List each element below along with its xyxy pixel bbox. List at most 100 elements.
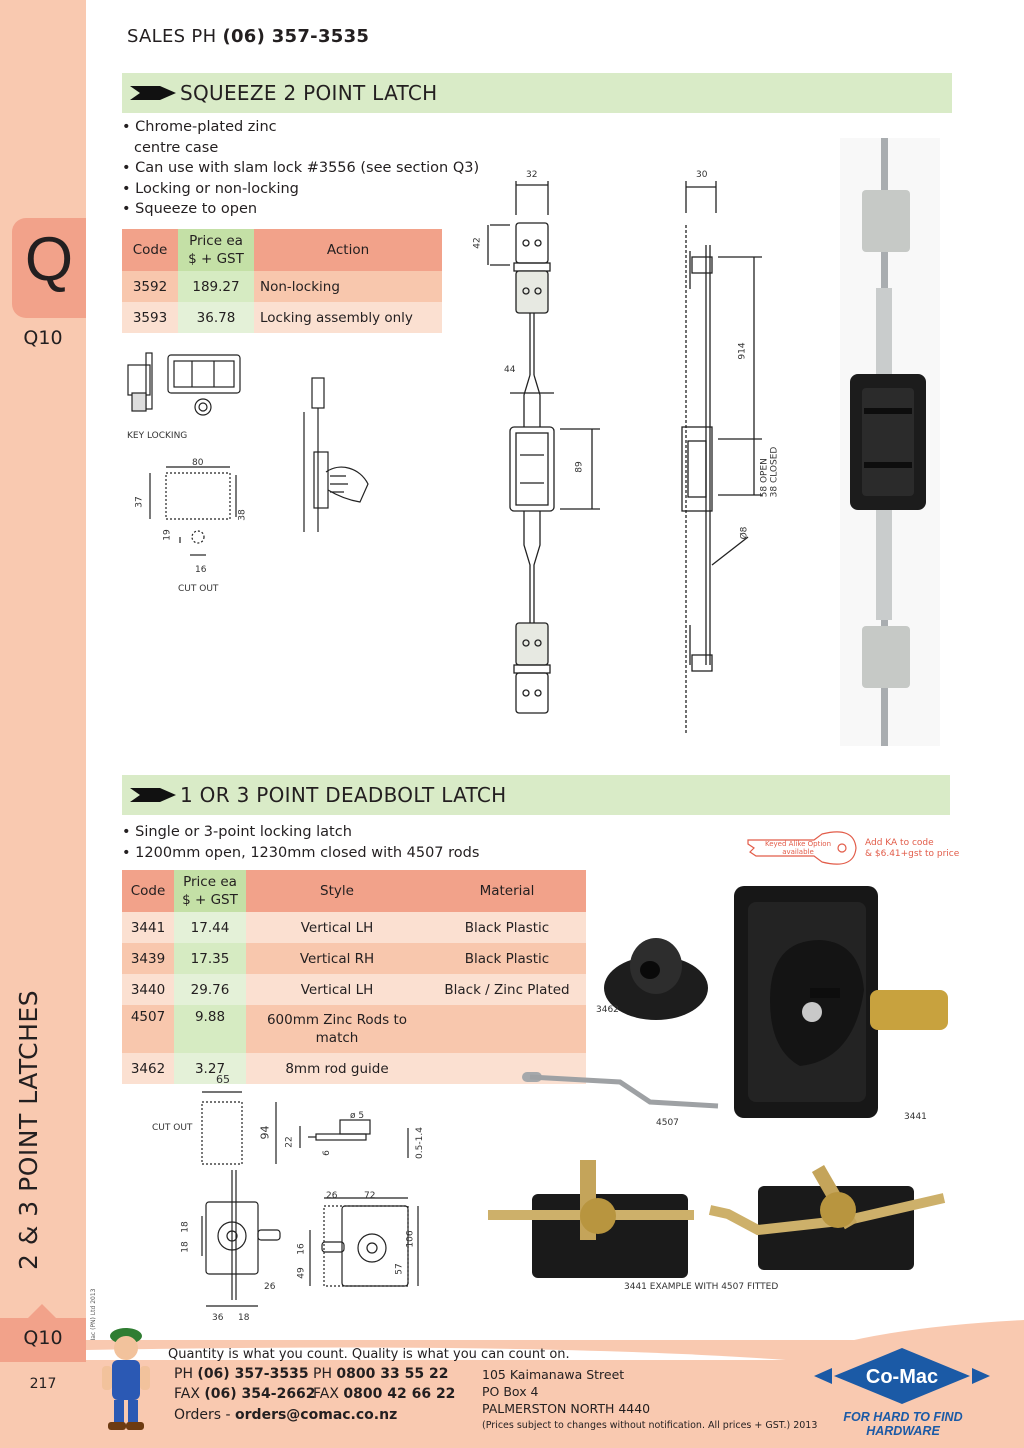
dim-label: 18 — [180, 1241, 191, 1253]
key-locking-label: KEY LOCKING — [127, 431, 188, 441]
dim-label: 19 — [162, 529, 173, 541]
dim-label: 16 — [195, 565, 207, 575]
footer-fax-free: FAX 0800 42 66 22 — [313, 1386, 455, 1402]
photo-label: 3462 — [596, 1005, 619, 1015]
cell: 9.88 — [174, 1005, 246, 1053]
vertical-section-title: 2 & 3 POINT LATCHES — [14, 989, 43, 1270]
sales-prefix: SALES PH — [127, 26, 223, 47]
cell: 189.27 — [178, 271, 254, 302]
cell: 4507 — [122, 1005, 174, 1053]
page-number: 217 — [29, 1376, 57, 1392]
col-header: Code — [122, 870, 174, 912]
section2-bullets: • Single or 3-point locking latch • 1200… — [122, 822, 479, 863]
example-caption: 3441 EXAMPLE WITH 4507 FITTED — [624, 1282, 779, 1292]
sales-number: (06) 357-3535 — [222, 26, 370, 47]
dim-label: 38 — [237, 509, 248, 521]
fax-number: 0800 42 66 22 — [343, 1386, 456, 1402]
col-header: Material — [428, 870, 586, 912]
fax-label: FAX — [174, 1386, 205, 1402]
footer-fax: FAX (06) 354-2662 — [174, 1386, 316, 1402]
section1-title: SQUEEZE 2 POINT LATCH — [180, 81, 438, 105]
section1-price-table: Code Price ea $ + GST Action 3592 189.27… — [122, 229, 442, 333]
squeeze-latch-photo — [840, 138, 940, 746]
example-fitted-photo — [488, 1160, 946, 1278]
dim-label: 18 — [238, 1313, 250, 1323]
col-header: Action — [254, 229, 442, 271]
dim-label: 72 — [364, 1191, 376, 1201]
phone-label: PH — [313, 1366, 337, 1382]
dim-label: 26 — [326, 1191, 338, 1201]
cell: Vertical RH — [246, 943, 428, 974]
dim-label: 22 — [284, 1136, 295, 1148]
cell: Black / Zinc Plated — [428, 974, 586, 1005]
cell: 8mm rod guide — [246, 1053, 428, 1084]
dim-label: 57 — [394, 1263, 405, 1275]
dim-label: 914 — [737, 342, 748, 360]
section-code-bottom: Q10 — [0, 1304, 86, 1362]
section-letter: Q — [24, 225, 74, 294]
dim-label: 30 — [696, 170, 708, 180]
logo-text: Co-Mac — [866, 1366, 938, 1388]
cell: 3441 — [122, 912, 174, 943]
rod-guide-photo — [604, 938, 708, 1020]
disclaimer: (Prices subject to changes without notif… — [482, 1420, 818, 1431]
dim-label: 65 — [216, 1073, 230, 1086]
orders-email[interactable]: orders@comac.co.nz — [235, 1407, 398, 1423]
bullet: • Chrome-plated zinc — [122, 119, 277, 135]
cell: 29.76 — [174, 974, 246, 1005]
cell: 3593 — [122, 302, 178, 333]
photo-label: 4507 — [656, 1118, 679, 1128]
orders-label: Orders - — [174, 1407, 236, 1423]
cell: 17.44 — [174, 912, 246, 943]
cell — [428, 1005, 586, 1053]
dim-label: 89 — [574, 461, 585, 473]
phone-label: PH — [174, 1366, 198, 1382]
section1-bullets: • Chrome-plated zinc centre case • Can u… — [122, 117, 479, 220]
cell: Black Plastic — [428, 943, 586, 974]
arrow-icon — [130, 86, 176, 100]
dim-label: 106 — [405, 1230, 416, 1248]
fax-number: (06) 354-2662 — [204, 1386, 316, 1402]
dim-label: 58 OPEN — [759, 458, 770, 498]
dim-label: 38 CLOSED — [769, 446, 780, 498]
dim-label: 0.5-1.4 — [414, 1127, 425, 1159]
key-locking-drawing — [127, 352, 241, 556]
photo-label: 3441 — [904, 1112, 927, 1122]
cell: 3439 — [122, 943, 174, 974]
latch-side-drawing — [681, 181, 762, 735]
bullet: • Squeeze to open — [122, 201, 258, 217]
dim-label: ø 5 — [350, 1111, 365, 1121]
footer-address: 105 Kaimanawa Street PO Box 4 PALMERSTON… — [482, 1366, 817, 1434]
footer-phone: PH (06) 357-3535 — [174, 1366, 309, 1382]
dim-label: 94 — [258, 1125, 272, 1140]
dim-label: 44 — [504, 365, 516, 375]
phone-number: 0800 33 55 22 — [336, 1366, 449, 1382]
cutout-label: CUT OUT — [178, 584, 219, 594]
cell: 3440 — [122, 974, 174, 1005]
bullet: centre case — [134, 139, 219, 156]
col-header: Style — [246, 870, 428, 912]
dim-label: 37 — [134, 496, 145, 508]
latch-front-drawing — [487, 181, 600, 714]
address-line: PO Box 4 — [482, 1384, 539, 1399]
section-code-bottom-label: Q10 — [23, 1327, 63, 1349]
col-header: Price ea $ + GST — [174, 870, 246, 912]
footer-swoosh — [86, 1320, 1024, 1360]
motto: Quantity is what you count. Quality is w… — [168, 1347, 570, 1362]
hand-squeeze-drawing — [303, 377, 369, 532]
section2-header: 1 OR 3 POINT DEADBOLT LATCH — [122, 775, 950, 815]
cell: 3.27 — [174, 1053, 246, 1084]
cell: Non-locking — [254, 271, 442, 302]
table-row: 3439 17.35 Vertical RH Black Plastic — [122, 943, 586, 974]
cell: 36.78 — [178, 302, 254, 333]
section2-title: 1 OR 3 POINT DEADBOLT LATCH — [180, 783, 507, 807]
bullet: • Single or 3-point locking latch — [122, 824, 352, 840]
deadbolt-drawings — [201, 1091, 419, 1307]
dim-label: 18 — [180, 1221, 191, 1233]
table-row: 4507 9.88 600mm Zinc Rods to match — [122, 1005, 586, 1053]
comac-logo: Co-Mac — [814, 1348, 990, 1404]
address-line: PALMERSTON NORTH 4440 — [482, 1401, 651, 1416]
section-code-top: Q10 — [23, 327, 63, 349]
mascot-handyman — [102, 1328, 150, 1430]
